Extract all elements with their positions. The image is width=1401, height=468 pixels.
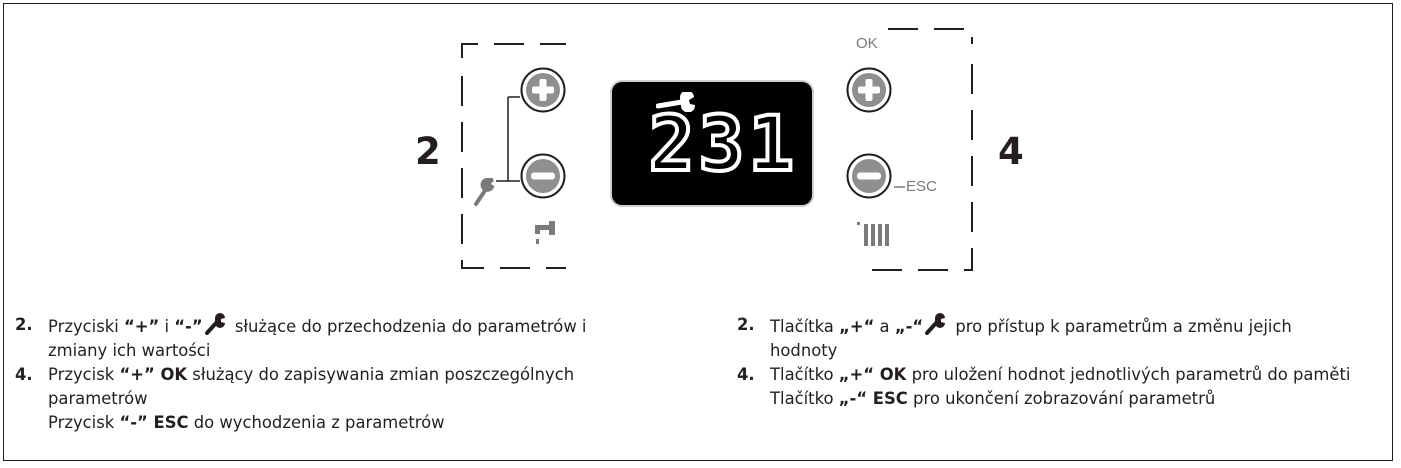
minus-esc-key-text: „-“ ESC [838, 389, 908, 408]
wrench-icon [474, 178, 495, 206]
wrench-icon [925, 313, 946, 335]
item-text: służące do przechodzenia do parametrów i… [48, 317, 587, 360]
item-number: 4. [15, 365, 33, 384]
minus-key-text: “-” [174, 317, 203, 336]
esc-label: ESC [906, 178, 937, 195]
display-value: 231 [647, 99, 798, 188]
minus-key-text: „-“ [894, 317, 924, 336]
item-text: i [159, 317, 175, 336]
item-text: Przycisk [48, 365, 120, 384]
item-text: pro uložení hodnot jednotlivých parametr… [906, 365, 1351, 384]
item-text: pro ukončení zobrazování parametrů [907, 389, 1216, 408]
item-text: służący do zapisywania zmian poszczególn… [48, 365, 575, 408]
left-group-number: 2 [415, 130, 441, 173]
right-group-number: 4 [998, 130, 1024, 173]
list-item: 4. Przycisk “+” OK służący do zapisywani… [15, 363, 635, 435]
ok-label: OK [856, 35, 878, 52]
plus-ok-key-text: “+” OK [119, 365, 188, 384]
left-minus-button[interactable] [520, 153, 566, 199]
item-number: 2. [15, 315, 33, 334]
right-minus-esc-button[interactable] [846, 153, 892, 199]
item-number: 4. [737, 365, 755, 384]
dashed-bracket-lines [461, 28, 973, 271]
list-item: 2. Tlačítka „+“ a „-“ pro přístup k para… [737, 313, 1357, 363]
tap-icon [535, 221, 555, 244]
document-frame [3, 3, 1393, 461]
list-item: 2. Przyciski “+” i “-” służące do przech… [15, 313, 635, 363]
display-wrench-icon [656, 92, 696, 112]
control-panel-illustration: 2 4 OK [415, 28, 1024, 271]
item-text: Tlačítko [770, 389, 839, 408]
right-plus-ok-button[interactable] [846, 67, 892, 113]
item-text: Przyciski [48, 317, 124, 336]
czech-instructions: 2. Tlačítka „+“ a „-“ pro přístup k para… [737, 313, 1357, 411]
radiator-icon [857, 222, 889, 246]
polish-instructions: 2. Przyciski “+” i “-” służące do przech… [15, 313, 635, 435]
item-text: Przycisk [48, 413, 120, 432]
item-text: Tlačítka [770, 317, 840, 336]
lcd-display: 231 [612, 82, 812, 205]
plus-key-text: “+” [124, 317, 160, 336]
left-plus-button[interactable] [520, 67, 566, 113]
list-item: 4. Tlačítko „+“ OK pro uložení hodnot je… [737, 363, 1357, 411]
item-text: do wychodzenia z parametrów [188, 413, 445, 432]
wrench-icon [204, 313, 225, 335]
minus-esc-key-text: “-” ESC [119, 413, 189, 432]
item-text: Tlačítko [770, 365, 839, 384]
item-number: 2. [737, 315, 755, 334]
item-text: pro přístup k parametrům a změnu jejich … [770, 317, 1292, 360]
item-text: a [874, 317, 895, 336]
plus-key-text: „+“ [839, 317, 875, 336]
plus-ok-key-text: „+“ OK [838, 365, 907, 384]
